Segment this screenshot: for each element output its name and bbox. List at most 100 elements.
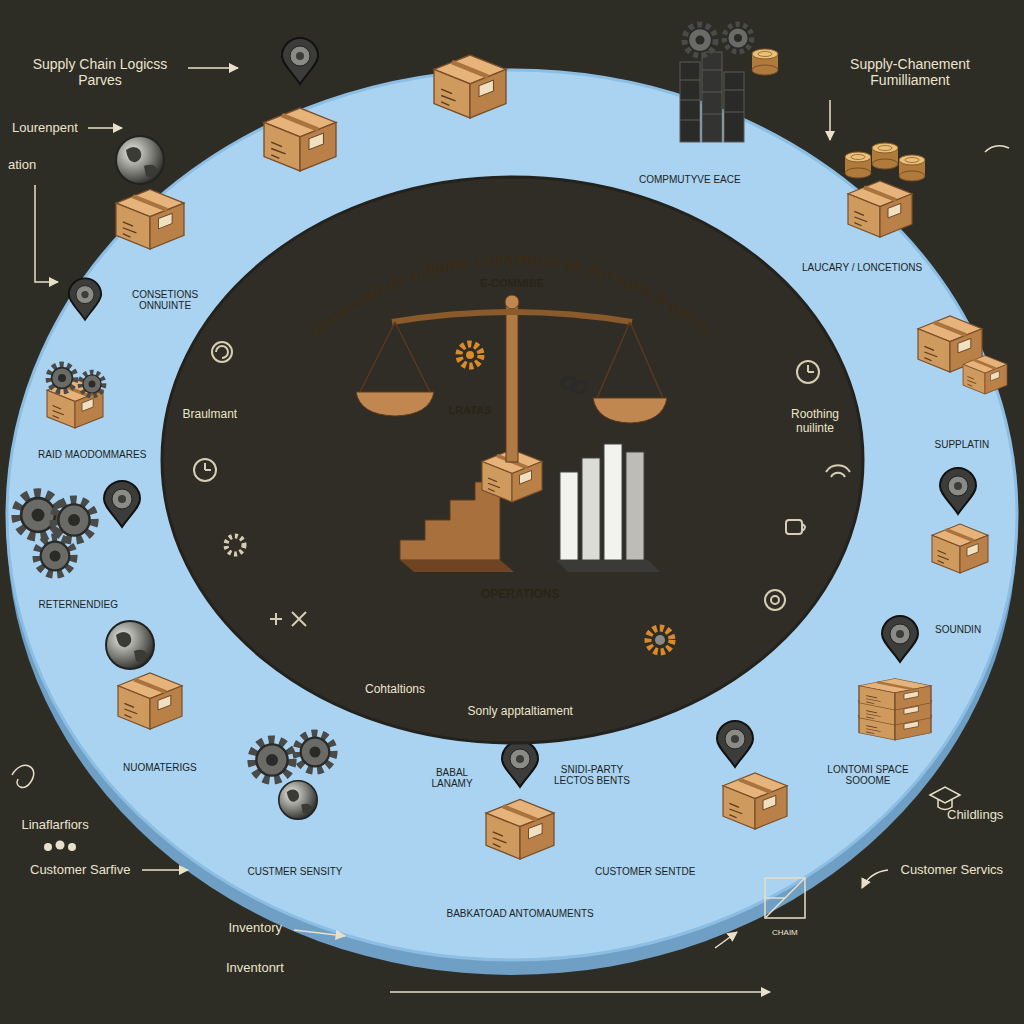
globe-icon [279,781,317,819]
title-letter: N [450,259,461,272]
text-holder: BABAL LANAMY [425,767,480,790]
text-holder: CUSTMER SENSITY [248,866,343,878]
ring-icons [17,25,1007,859]
ring-label: Inventory [229,921,282,936]
gear-inner-rim [312,260,712,580]
ring-label: NUOMATERIGS [123,762,197,774]
parcel-icon [723,773,787,829]
node-text: LRATAS [449,404,492,417]
title-letter: T [551,257,560,270]
ring-label: CONSETIONS ONNUINTE [120,289,210,312]
inner-disk-fill [162,177,863,743]
text-holder: SNIDI-PARTY LECTOS BENTS [547,764,637,787]
leader-lines [12,68,1009,992]
text-holder: CHAIM [772,928,798,937]
arched-title: CRAIMINING OF TURNING COPAPRUTT OF OUTDU… [270,236,754,386]
pin-icon [282,38,318,84]
title-letter: A [505,254,514,266]
text-holder: Braulmant [183,408,238,422]
parcel-icon [918,316,982,372]
title-letter: R [524,254,533,266]
ring-label: Childlings [947,808,1003,823]
node-text: OPERATIONS [481,588,559,602]
pin-icon [502,741,538,787]
title-letter: O [485,254,495,267]
node-text: Braulmant [183,408,238,422]
text-holder: Cohtaltions [365,683,425,697]
title-letter: G [460,257,471,270]
ring-label: Supply Chain Logicss Parves [20,56,180,88]
ring-label: CUSTMER SENSITY [248,866,343,878]
text-holder: ation [8,158,36,173]
text-holder: CONSETIONS ONNUINTE [120,289,210,312]
orange-cog [648,628,672,652]
text-holder: LONTOMI SPACE SOOOME [820,764,916,787]
text-holder: RAID MAODOMMARES [38,449,146,461]
cog-icon [37,538,72,573]
node-text: Cohtaltions [365,683,425,697]
title-letter: U [533,255,543,268]
parcel-icon [932,524,988,573]
cog-icon [17,494,59,536]
text-holder: Supply Chain Logicss Parves [20,56,180,88]
ring-label: RETERNENDIEG [39,599,118,611]
pin-icon [104,481,140,527]
globe-icon [106,621,154,669]
ring-label: Customer Sarfive [30,863,130,878]
text-holder: Childlings [947,808,1003,823]
ring-edge [7,85,1017,975]
text-holder: Linaflarfiors [22,818,89,833]
text-holder: SOUNDIN [935,624,981,636]
link-icon [562,378,586,392]
text-holder: LAUCARY / LONCETIONS [802,262,922,274]
text-holder: Customer Servics [901,863,1004,878]
ring-label: BABKATOAD ANTOMAUMENTS [447,908,594,920]
operations-gear: E-COMMIBE LRATAS OPERATIONS [252,215,772,665]
text-holder: Supply-Chanement Fumilliament [815,56,1005,88]
stairs-figure [400,482,514,572]
gear-thickness [257,235,767,637]
ring-label: Customer Servics [901,863,1004,878]
title-letter [470,256,475,268]
cog-icon [49,365,75,391]
ring-label: LONTOMI SPACE SOOOME [820,764,916,787]
ring-label: SOUNDIN [935,624,981,636]
text-holder: Lourenpent [12,121,78,136]
ring-label: Lourenpent [12,121,78,136]
orange-cog [459,344,481,366]
title-letter: F [574,261,584,274]
text-holder: Roothing nuilinte [780,408,850,436]
parcel-icon [963,356,1007,395]
parcel-icon [47,379,103,428]
title-letter: P [496,254,504,266]
text-holder: E-COMMIBE [480,277,544,290]
text-holder: OPERATIONS [481,588,559,602]
parcel-icon [848,181,912,237]
title-letter: O [564,259,575,273]
pin-icon [940,468,976,514]
ring-label: SUPPLATIN [935,439,990,451]
cog-icon [81,373,103,395]
ring-label: SNIDI-PARTY LECTOS BENTS [547,764,637,787]
pin-icon [69,278,101,319]
text-holder: BABKATOAD ANTOMAUMENTS [447,908,594,920]
coin-stack-icon [680,25,778,142]
globe-icon [116,136,164,184]
ring-label: RAID MAODOMMARES [38,449,146,461]
text-holder: Sonly apptaltiament [468,705,573,719]
title-letter: C [475,255,485,268]
title-letter: P [515,254,523,266]
outer-ring [7,70,1017,960]
balance-scale-figure [356,295,667,502]
title-holder: CRAIMINING OF TURNING COPAPRUTT OF OUTDU… [270,236,754,386]
bar-chart-figure [556,444,660,572]
parcel-icon [434,55,506,118]
node-text: Roothing nuilinte [780,408,850,436]
pin-icon [717,721,753,767]
text-holder: CUSTOMER SENTDE [595,866,695,878]
text-holder: LRATAS [449,404,492,417]
parcel-icon [116,190,184,250]
node-text: Sonly apptaltiament [468,705,573,719]
text-holder: COMPMUTYVE EACE [639,174,741,186]
